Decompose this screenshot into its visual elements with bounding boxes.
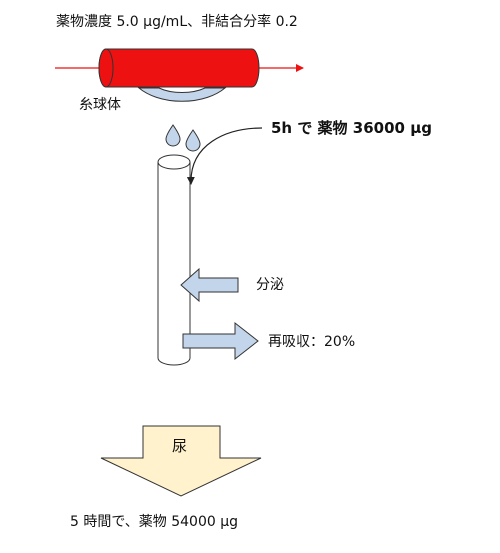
blood-conditions-label: 薬物濃度 5.0 μg/mL、非結合分率 0.2 — [56, 14, 298, 30]
reabsorption-arrow — [182, 321, 259, 361]
filtrate-drop-1 — [165, 124, 181, 147]
secretion-arrow — [180, 267, 239, 303]
filtration-callout-arrow — [186, 127, 263, 185]
filtered-amount-label: 5h で 薬物 36000 μg — [271, 119, 432, 137]
urine-arrow — [100, 425, 262, 497]
total-excreted-label: 5 時間で、薬物 54000 μg — [70, 514, 239, 530]
secretion-label: 分泌 — [256, 277, 284, 293]
urine-label: 尿 — [172, 437, 188, 455]
filtrate-drop-2 — [185, 129, 201, 152]
reabsorption-label: 再吸収：20% — [268, 334, 356, 350]
glomerulus-shape — [137, 87, 227, 102]
renal-tubule — [157, 154, 191, 366]
glomerulus-label: 糸球体 — [79, 97, 121, 113]
blood-vessel — [98, 48, 260, 88]
